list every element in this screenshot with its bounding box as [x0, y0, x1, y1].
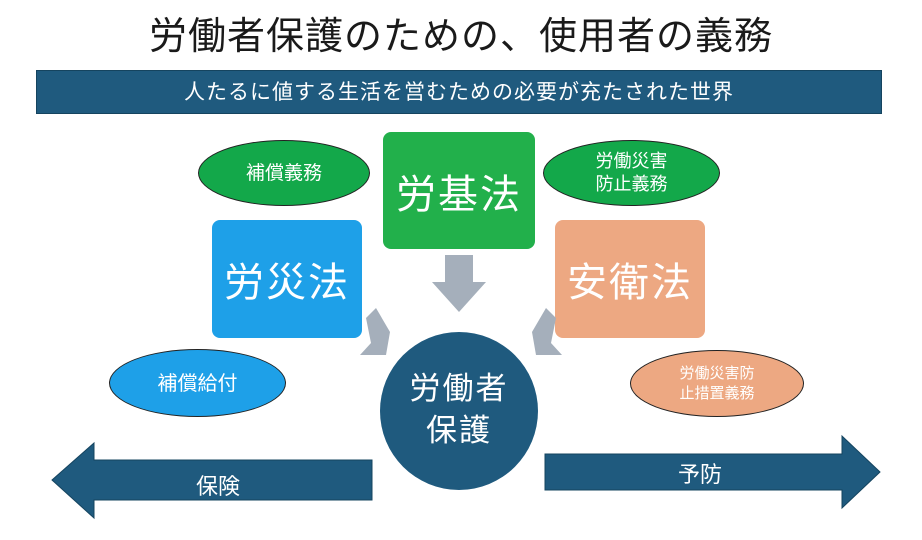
- anei-box: 安衛法: [555, 220, 705, 338]
- yobou-label: 予防: [678, 463, 723, 488]
- goal-banner: 人たるに値する生活を営むための必要が充たされた世界: [36, 70, 882, 114]
- sochi-gimu-line2: 止措置義務: [679, 383, 755, 402]
- center-line2: 保護: [426, 413, 492, 449]
- center-line1: 労働者: [409, 371, 509, 408]
- down-arrow: [432, 255, 486, 312]
- sochi-gimu-line1: 労働災害防: [679, 364, 755, 382]
- roukihou-box: 労基法: [383, 132, 535, 249]
- rousai-box: 労災法: [212, 220, 362, 338]
- saigai-boshi-line2: 防止義務: [595, 174, 668, 195]
- saigai-boshi-line1: 労働災害: [595, 150, 668, 172]
- rousai-to-center-arrow: [360, 308, 390, 355]
- page-title: 労働者保護のための、使用者の義務: [148, 14, 773, 58]
- hosho-gimu-oval: 補償義務: [198, 140, 370, 206]
- hosho-kyufu-oval: 補償給付: [109, 349, 286, 417]
- anei-to-center-arrow: [532, 308, 562, 355]
- sochi-gimu-oval: 労働災害防 止措置義務: [630, 350, 804, 417]
- yobou-arrow: [544, 434, 881, 510]
- worker-protection-circle: 労働者 保護: [380, 332, 538, 490]
- hoken-arrow: [51, 441, 373, 520]
- saigai-boshi-gimu-oval: 労働災害 防止義務: [543, 140, 720, 206]
- hoken-label: 保険: [196, 475, 241, 500]
